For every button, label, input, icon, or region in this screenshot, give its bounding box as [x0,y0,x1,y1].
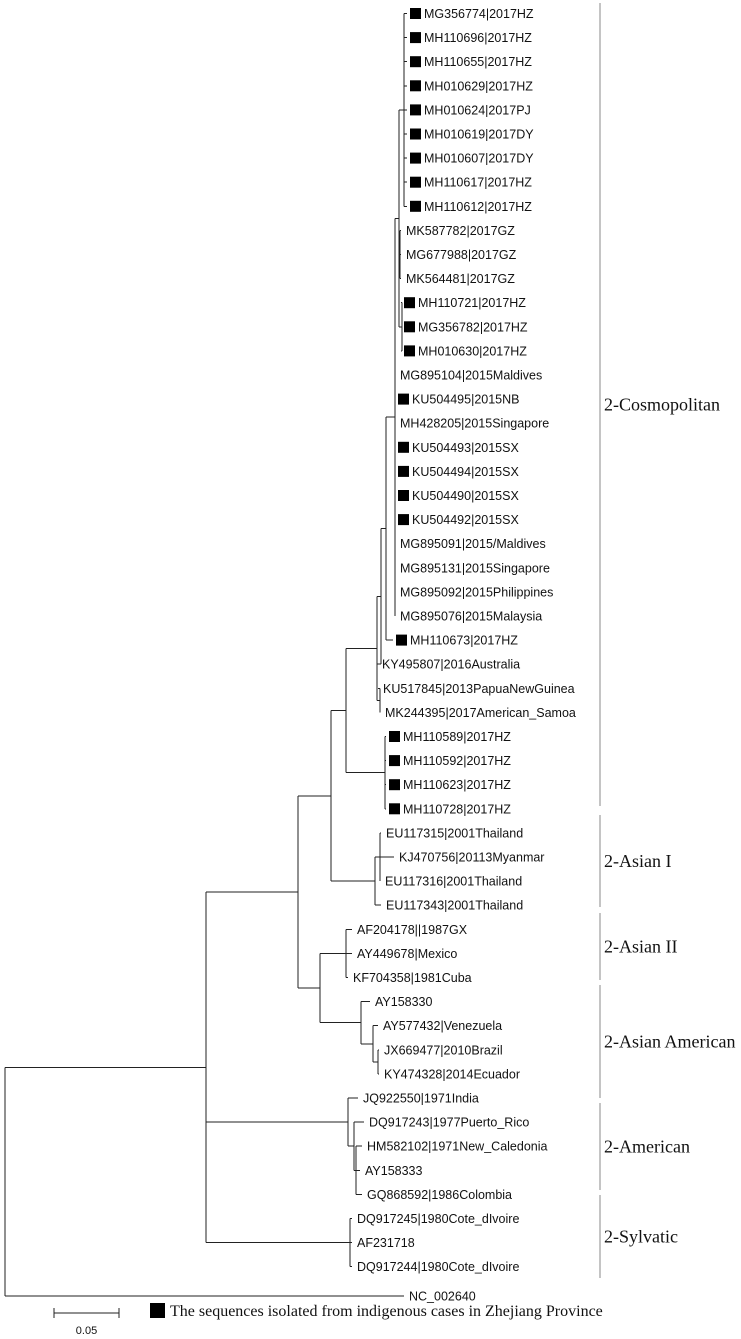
leaf-label: KY495807|2016Australia [382,658,520,672]
leaf-label: AY158330 [375,995,433,1009]
leaf-label: MG895091|2015/Maldives [400,537,546,551]
leaf-label: MH010629|2017HZ [424,79,533,93]
clade-label: 2-Sylvatic [604,1227,678,1247]
leaf-label: AF204178||1987GX [357,923,468,937]
zhejiang-marker-icon [398,490,409,501]
clade-brackets: 2-Cosmopolitan 2-Asian I 2-Asian II 2-Asian… [599,3,735,1278]
leaf-label: MH110696|2017HZ [424,31,532,45]
leaf-label: JX669477|2010Brazil [384,1043,503,1057]
zhejiang-marker-icon [404,345,415,357]
clade-label: 2-Asian I [604,851,671,871]
zhejiang-marker-icon [410,176,421,188]
leaf-label: MH110655|2017HZ [424,55,532,69]
clade-label: 2-Cosmopolitan [604,395,720,415]
leaf-label: DQ917245|1980Cote_dIvoire [357,1212,519,1226]
scale-bar: 0.05 [53,1308,120,1337]
leaf-label: MH110728|2017HZ [403,802,511,816]
zhejiang-marker-icon [410,152,421,164]
leaf-label: JQ922550|1971India [363,1092,479,1106]
leaf-label: AY158333 [365,1164,423,1178]
leaf-label: MK564481|2017GZ [406,272,515,286]
leaf-label: MH428205|2015Singapore [400,417,549,431]
tree-branches [4,13,407,1297]
leaf-label: MH110617|2017HZ [424,176,532,190]
zhejiang-marker-icon [398,465,409,477]
leaf-label: MH110612|2017HZ [424,200,532,214]
leaf-label: MG356782|2017HZ [418,320,528,334]
clade-label: 2-Asian II [604,937,677,957]
leaf-label: DQ917244|1980Cote_dIvoire [357,1260,519,1274]
leaf-label: EU117316|2001Thailand [385,875,522,889]
leaf-label: KU504490|2015SX [412,489,519,503]
leaf-label: EU117343|2001Thailand [386,899,523,913]
leaf-label: KY474328|2014Ecuador [384,1067,520,1081]
zhejiang-marker-icon [389,803,400,815]
leaf-label: MG677988|2017GZ [406,248,517,262]
leaf-label: EU117315|2001Thailand [386,826,523,840]
leaf-label: GQ868592|1986Colombia [367,1188,512,1202]
leaf-label: MG356774|2017HZ [424,7,534,21]
clade-label: 2-Asian American [604,1032,735,1052]
leaf-label: MH110673|2017HZ [410,634,518,648]
zhejiang-marker-icon [389,731,400,742]
leaf-label: NC_002640 [409,1290,476,1304]
legend-text: The sequences isolated from indigenous c… [170,1303,603,1320]
leaf-label: KU504493|2015SX [412,441,519,455]
leaf-label: KJ470756|20113Myanmar [399,851,544,865]
zhejiang-marker-icon [396,634,407,646]
zhejiang-marker-icon [404,321,415,333]
leaf-label: KU504492|2015SX [412,513,519,527]
leaf-label: MG895104|2015Maldives [400,369,542,383]
scale-bar-label: 0.05 [76,1325,97,1337]
leaf-label: HM582102|1971New_Caledonia [367,1140,548,1154]
zhejiang-marker-icon [410,104,421,116]
leaf-label: KU504495|2015NB [412,393,520,407]
leaf-label: MG895131|2015Singapore [400,561,550,575]
zhejiang-marker-icon [404,297,415,309]
zhejiang-marker-icon [410,8,421,19]
leaf-label: MK244395|2017American_Samoa [385,706,576,720]
leaf-label: MK587782|2017GZ [406,224,515,238]
legend: The sequences isolated from indigenous c… [150,1303,603,1320]
zhejiang-marker-icon [410,56,421,68]
leaf-label: DQ917243|1977Puerto_Rico [369,1116,529,1130]
clade-label: 2-American [604,1137,690,1157]
zhejiang-marker-icon [410,128,421,140]
leaf-label: KU517845|2013PapuaNewGuinea [383,682,575,696]
legend-marker-icon [150,1303,165,1318]
zhejiang-marker-icon [410,200,421,212]
leaf-labels: MG356774|2017HZ MH110696|2017HZ MH110655|2… [353,7,576,1304]
leaf-label: KU504494|2015SX [412,465,519,479]
leaf-label: MH110592|2017HZ [403,754,511,768]
zhejiang-marker-icon [398,514,409,526]
leaf-label: MH010607|2017DY [424,152,534,166]
leaf-label: MH010619|2017DY [424,128,534,142]
leaf-label: MG895092|2015Philippines [400,585,553,599]
leaf-label: AY449678|Mexico [357,947,457,961]
leaf-label: AY577432|Venezuela [383,1019,502,1033]
leaf-label: MG895076|2015Malaysia [400,610,542,624]
leaf-label: MH110589|2017HZ [403,730,511,744]
leaf-label: MH010630|2017HZ [418,344,527,358]
zhejiang-marker-icon [410,80,421,92]
zhejiang-marker-icon [398,441,409,453]
leaf-label: MH110623|2017HZ [403,778,511,792]
zhejiang-marker-icon [410,32,421,44]
leaf-label: KF704358|1981Cuba [353,971,472,985]
leaf-label: MH110721|2017HZ [418,296,526,310]
leaf-label: AF231718 [357,1236,415,1250]
zhejiang-marker-icon [398,393,409,405]
leaf-label: MH010624|2017PJ [424,103,531,117]
zhejiang-marker-icon [389,755,400,767]
zhejiang-marker-icon [389,779,400,791]
